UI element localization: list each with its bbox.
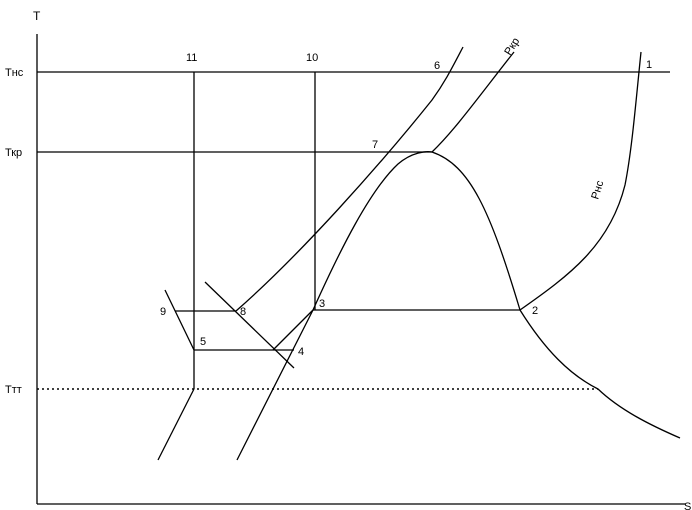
s-axis-label: S (684, 501, 691, 510)
diagonal-8-4 (204, 281, 295, 369)
pkr-label: Ркр (502, 36, 522, 58)
t-kr-label: Ткр (5, 147, 22, 159)
pkr-isobar (431, 51, 515, 153)
line-4-3 (272, 309, 314, 351)
point-1-label: 1 (646, 59, 652, 71)
saturation-dome (236, 151, 681, 461)
point-8-label: 8 (240, 306, 246, 318)
t-tt-label: Ттт (5, 384, 22, 396)
point-10-label: 10 (306, 52, 318, 64)
point-5-label: 5 (200, 336, 206, 348)
point-4-label: 4 (298, 346, 304, 358)
lower-line-left (157, 388, 195, 461)
process-line-8-6 (235, 46, 464, 312)
pnc-label: Рнс (589, 179, 606, 201)
line-9-5 (164, 289, 195, 351)
point-3-label: 3 (319, 298, 325, 310)
point-2-label: 2 (532, 305, 538, 317)
point-6-label: 6 (434, 60, 440, 72)
point-9-label: 9 (160, 306, 166, 318)
point-7-label: 7 (372, 139, 378, 151)
point-11-label: 11 (186, 52, 197, 64)
t-nc-label: Тнс (5, 67, 24, 79)
t-axis-label: T (33, 9, 41, 23)
pnc-isobar (519, 51, 642, 311)
